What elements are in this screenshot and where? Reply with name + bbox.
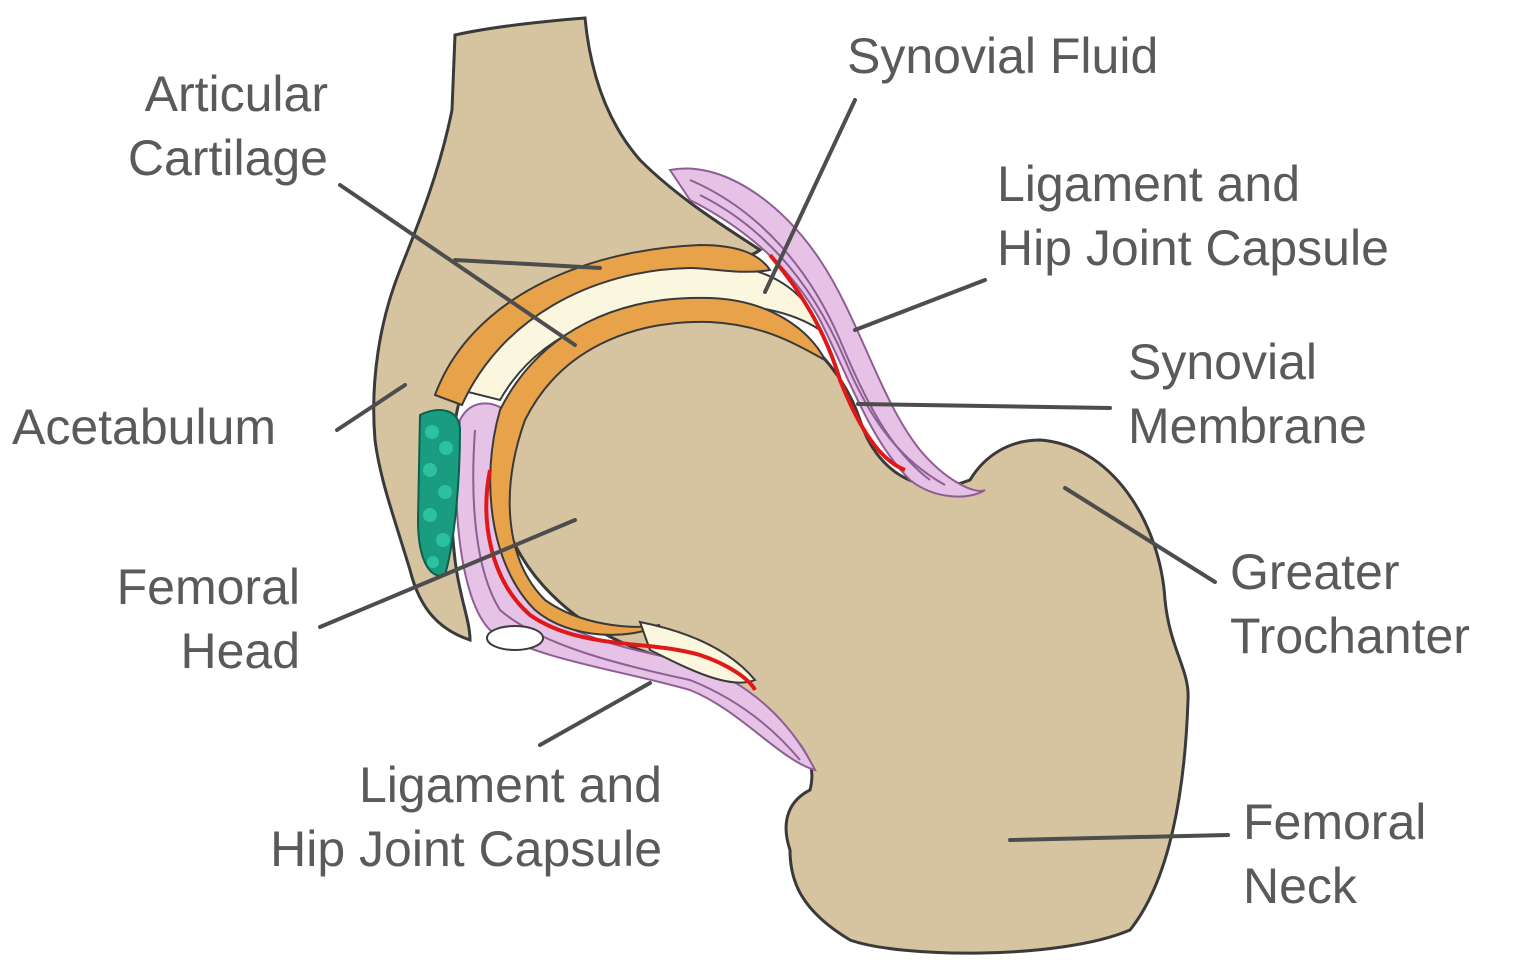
label-articular-cartilage: Articular Cartilage [95,62,328,190]
leader-ligament-upper [855,280,985,330]
label-synovial-membrane: Synovial Membrane [1128,330,1367,458]
label-synovial-fluid: Synovial Fluid [847,24,1158,88]
leader-ligament-lower [540,683,650,745]
label-ligament-lower: Ligament and Hip Joint Capsule [200,753,662,881]
label-acetabulum: Acetabulum [12,395,276,459]
label-femoral-head: Femoral Head [70,555,300,683]
leader-synovial-membrane [858,404,1110,408]
label-greater-trochanter: Greater Trochanter [1230,540,1470,668]
label-ligament-upper: Ligament and Hip Joint Capsule [997,152,1389,280]
label-femoral-neck: Femoral Neck [1243,790,1426,918]
